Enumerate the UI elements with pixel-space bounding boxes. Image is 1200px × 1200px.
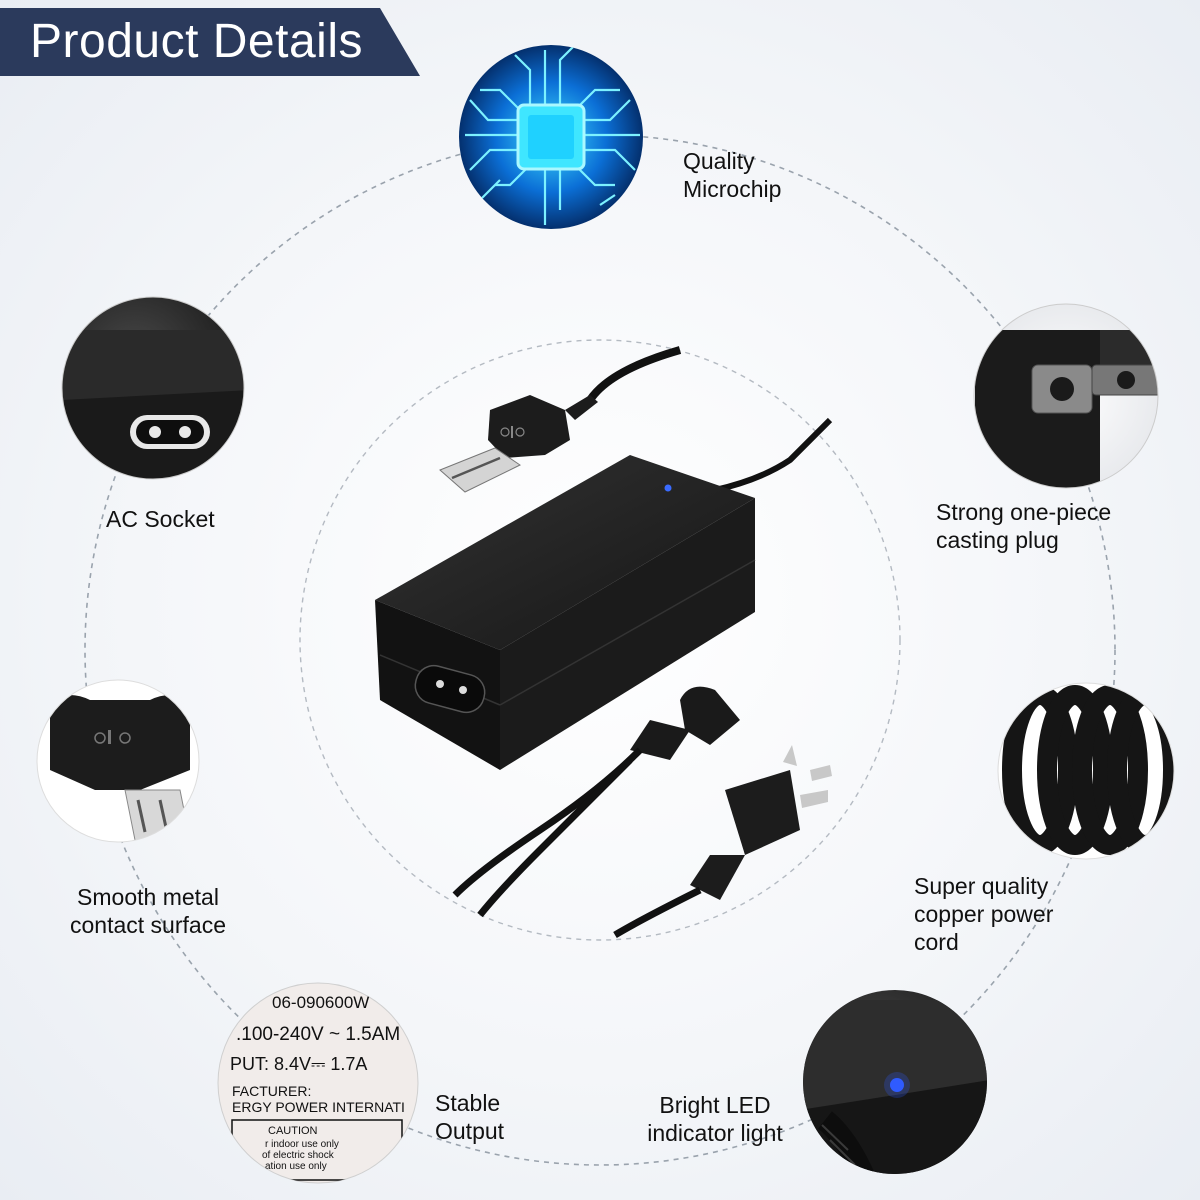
sticker-line-7: r indoor use only — [265, 1139, 339, 1150]
microchip-icon — [459, 45, 643, 229]
power-cord-icon — [997, 682, 1175, 860]
casting-plug-icon — [973, 303, 1159, 489]
sticker-line-8: of electric shock — [262, 1150, 335, 1161]
sticker-line-2: .100-240V ~ 1.5AM — [236, 1024, 400, 1045]
casting-plug-label: Strong one-piece casting plug — [936, 499, 1112, 553]
metal-contact-icon — [36, 679, 200, 843]
power-cord-label: Super quality copper power cord — [914, 873, 1054, 955]
banner-background — [0, 8, 420, 76]
sticker-line-6: CAUTION — [268, 1125, 318, 1137]
ac-socket-label: AC Socket — [106, 506, 215, 532]
ac-socket-icon — [61, 296, 245, 480]
inner-dashed-ring — [299, 339, 901, 941]
microchip-label: Quality Microchip — [683, 148, 782, 202]
page-title: Product Details — [30, 15, 363, 68]
power-adapter-illustration — [375, 346, 833, 939]
sticker-line-4: FACTURER: — [232, 1083, 311, 1099]
sticker-line-1: 06-090600W — [272, 993, 369, 1012]
outer-dashed-ring — [84, 134, 1116, 1166]
stable-output-icon — [217, 982, 419, 1184]
led-indicator-icon — [803, 990, 987, 1174]
sticker-line-9: ation use only — [265, 1161, 327, 1172]
metal-contact-label: Smooth metal contact surface — [70, 884, 226, 938]
sticker-line-5: ERGY POWER INTERNATI — [232, 1099, 405, 1115]
led-indicator-label: Bright LED indicator light — [647, 1092, 783, 1146]
sticker-line-3: PUT: 8.4V⎓ 1.7A — [230, 1054, 367, 1074]
stable-output-label: Stable Output — [435, 1090, 505, 1144]
